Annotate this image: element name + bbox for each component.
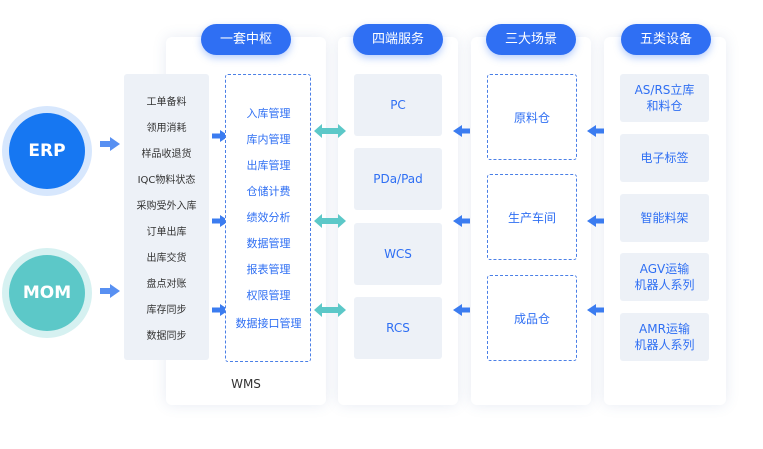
arrow-scenes-to-terminals <box>453 215 470 227</box>
device-line: 电子标签 <box>640 151 689 165</box>
device-card-smart-rack: 智能料架 <box>620 194 709 242</box>
mom-circle: MOM <box>2 248 92 338</box>
arrow-scenes-to-terminals <box>453 125 470 137</box>
hub-header: 一套中枢 <box>201 24 291 55</box>
device-line: AS/RS立库 <box>634 83 695 97</box>
erp-inner: ERP <box>9 113 85 189</box>
source-item: IQC物料状态 <box>137 175 196 186</box>
source-item: 工单备料 <box>146 97 187 108</box>
device-line: AMR运输 <box>639 322 690 336</box>
source-item: 盘点对账 <box>146 279 187 290</box>
device-card-agv: AGV运输 机器人系列 <box>620 253 709 301</box>
module-item: 数据接口管理 <box>235 317 302 330</box>
source-list: 工单备料 领用消耗 样品收退货 IQC物料状态 采购受外入库 订单出库 出库交货… <box>124 74 209 360</box>
scene-finished-goods: 成品仓 <box>487 275 577 361</box>
double-arrow-hub-terminals <box>314 124 346 138</box>
devices-header: 五类设备 <box>621 24 711 55</box>
scenes-header: 三大场景 <box>486 24 576 55</box>
arrow-devices-to-scenes <box>587 125 604 137</box>
arrow-sources-to-modules <box>212 304 229 316</box>
mom-label: MOM <box>22 283 72 303</box>
arrow-scenes-to-terminals <box>453 304 470 316</box>
terminals-header: 四端服务 <box>353 24 443 55</box>
module-item: 仓储计费 <box>246 185 291 198</box>
source-item: 库存同步 <box>146 305 187 316</box>
device-line: 机器人系列 <box>634 278 695 292</box>
arrow-mom-to-sources <box>100 284 120 298</box>
terminal-card-wcs: WCS <box>354 223 442 285</box>
source-item: 出库交货 <box>146 253 187 264</box>
arrow-erp-to-sources <box>100 137 120 151</box>
module-item: 绩效分析 <box>246 211 291 224</box>
arrow-sources-to-modules <box>212 215 229 227</box>
arrow-devices-to-scenes <box>587 215 604 227</box>
mom-inner: MOM <box>9 255 85 331</box>
terminal-card-pc: PC <box>354 74 442 136</box>
module-item: 入库管理 <box>246 107 291 120</box>
erp-circle: ERP <box>2 106 92 196</box>
module-item: 数据管理 <box>246 237 291 250</box>
terminal-card-rcs: RCS <box>354 297 442 359</box>
arrow-devices-to-scenes <box>587 304 604 316</box>
erp-label: ERP <box>28 141 66 161</box>
device-line: 机器人系列 <box>634 338 695 352</box>
double-arrow-hub-terminals <box>314 303 346 317</box>
module-item: 库内管理 <box>246 133 291 146</box>
scenes-panel <box>471 37 591 405</box>
double-arrow-hub-terminals <box>314 214 346 228</box>
device-card-asrs: AS/RS立库 和料仓 <box>620 74 709 122</box>
scene-production: 生产车间 <box>487 174 577 260</box>
device-card-amr: AMR运输 机器人系列 <box>620 313 709 361</box>
scene-raw-material: 原料仓 <box>487 74 577 160</box>
arrow-sources-to-modules <box>212 130 229 142</box>
module-list: 入库管理 库内管理 出库管理 仓储计费 绩效分析 数据管理 报表管理 权限管理 … <box>225 74 311 362</box>
module-item: 出库管理 <box>246 159 291 172</box>
source-item: 领用消耗 <box>146 123 187 134</box>
device-line: AGV运输 <box>639 262 690 276</box>
source-item: 订单出库 <box>146 227 187 238</box>
terminal-card-pda: PDa/Pad <box>354 148 442 210</box>
wms-label: WMS <box>231 377 261 391</box>
device-line: 和料仓 <box>646 99 683 113</box>
source-item: 数据同步 <box>146 331 187 342</box>
module-item: 报表管理 <box>246 263 291 276</box>
device-card-e-label: 电子标签 <box>620 134 709 182</box>
module-item: 权限管理 <box>246 289 291 302</box>
source-item: 样品收退货 <box>141 149 192 160</box>
device-line: 智能料架 <box>640 211 689 225</box>
source-item: 采购受外入库 <box>136 201 197 212</box>
